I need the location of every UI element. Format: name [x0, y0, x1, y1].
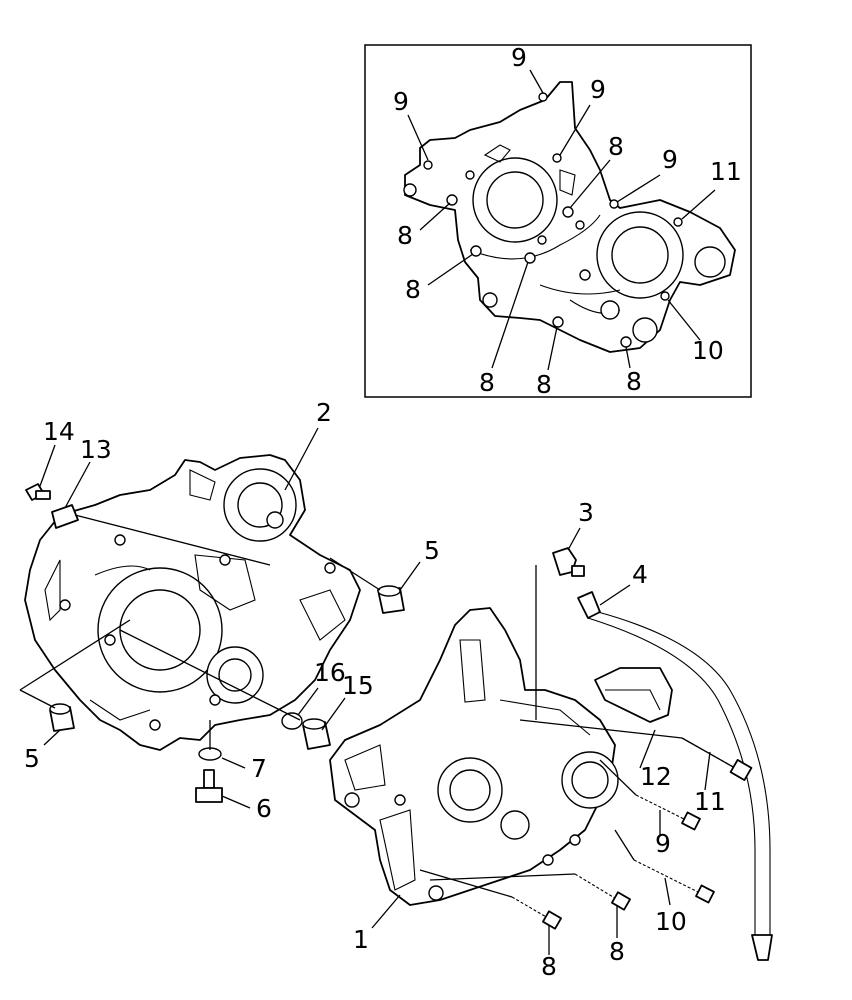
inset-hole	[538, 92, 548, 102]
inset-hole	[470, 245, 482, 257]
main-callout: 5	[424, 536, 440, 565]
drain-bolt-6	[195, 769, 223, 803]
inset-leaders	[407, 69, 716, 371]
inset-hole	[609, 199, 619, 209]
inset-bolt-holes	[423, 92, 683, 348]
bushing-5-lower	[49, 703, 75, 732]
bracket-part-12	[594, 667, 673, 723]
left-crankcase-half	[24, 454, 361, 751]
main-callout: 9	[655, 829, 671, 858]
main-callout: 5	[24, 744, 40, 773]
inset-callouts: 9 9 9 8 9 11 8 8 10 8 8 8	[393, 43, 742, 399]
bolt-14	[25, 483, 51, 501]
inset-hole	[620, 336, 632, 348]
inset-hole	[446, 194, 458, 206]
inset-callout: 8	[397, 221, 413, 250]
inset-callout: 8	[405, 275, 421, 304]
inset-hole	[673, 217, 683, 227]
inset-hole	[660, 291, 670, 301]
hose-4	[577, 591, 773, 961]
inset-callout: 9	[662, 145, 678, 174]
main-callout: 16	[314, 658, 346, 687]
inset-hole	[524, 252, 536, 264]
inset-hole	[537, 235, 547, 245]
main-callout: 4	[632, 560, 648, 589]
main-callout: 2	[316, 398, 332, 427]
inset-callout: 8	[626, 367, 642, 396]
inset-callout: 9	[590, 75, 606, 104]
main-callout: 15	[342, 671, 374, 700]
inset-hole	[552, 153, 562, 163]
bolt-8-a	[574, 873, 631, 911]
main-leaders	[39, 427, 711, 955]
inset-callout: 8	[608, 132, 624, 161]
inset-callout: 10	[692, 336, 724, 365]
inset-callout: 8	[479, 368, 495, 397]
bolt-9	[635, 794, 701, 831]
inset-hole	[423, 160, 433, 170]
bolt-8-b	[511, 896, 562, 930]
main-callouts: 14 13 2 5 3 4 16 15 5 7 6 12 11 9 10 1 8…	[24, 398, 726, 981]
main-callout: 10	[655, 907, 687, 936]
inset-hole	[579, 269, 591, 281]
main-callout: 14	[43, 417, 75, 446]
main-callout: 8	[541, 952, 557, 981]
inset-callout: 11	[710, 157, 742, 186]
inset-hole	[562, 206, 574, 218]
inset-callout: 9	[511, 43, 527, 72]
inset-callout: 9	[393, 87, 409, 116]
inset-callout: 8	[536, 370, 552, 399]
inset-panel: 9 9 9 8 9 11 8 8 10 8 8 8	[364, 43, 752, 399]
bushing-5-upper	[377, 585, 405, 614]
o-ring-16	[281, 712, 303, 730]
inset-hole	[552, 316, 564, 328]
main-callout: 12	[640, 762, 672, 791]
main-callout: 1	[353, 925, 369, 954]
main-callout: 11	[694, 787, 726, 816]
assembly-lines	[19, 514, 683, 898]
right-crankcase-half	[329, 607, 619, 906]
main-callout: 3	[578, 498, 594, 527]
bolt-11	[681, 737, 753, 781]
main-callout: 6	[256, 794, 272, 823]
bolt-10	[633, 859, 715, 904]
inset-hole	[465, 170, 475, 180]
main-callout: 8	[609, 937, 625, 966]
main-callout: 13	[80, 435, 112, 464]
fitting-3	[552, 547, 585, 577]
inset-hole	[575, 220, 585, 230]
main-callout: 7	[251, 754, 267, 783]
